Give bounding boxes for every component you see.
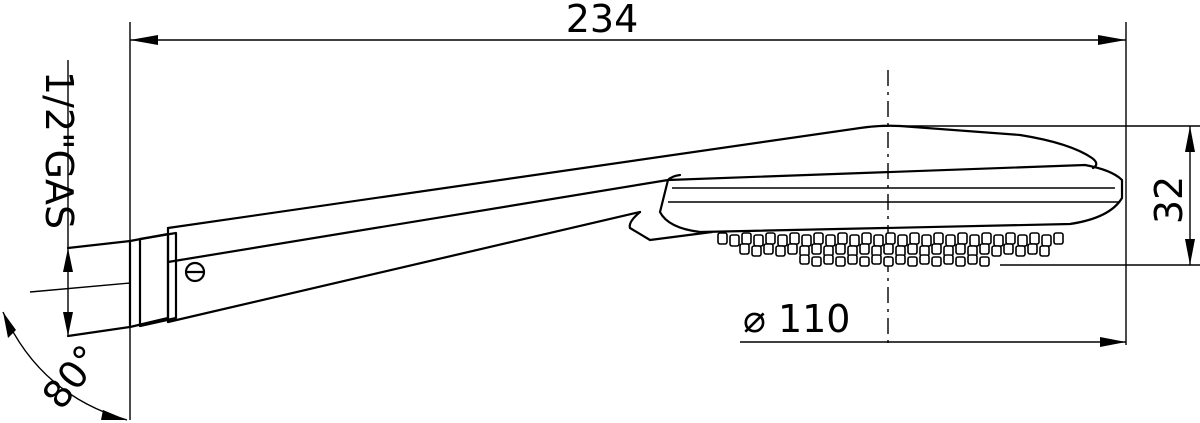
nozzle (825, 234, 836, 247)
nozzle (919, 254, 930, 265)
nozzle (921, 234, 932, 247)
nozzle (787, 243, 798, 255)
nozzle (883, 243, 894, 255)
nozzle (847, 254, 858, 265)
nozzle (763, 243, 774, 255)
nozzle (799, 254, 810, 265)
nozzle (931, 256, 942, 267)
shower-head (628, 70, 1124, 345)
nozzle (1027, 243, 1038, 255)
nozzle (931, 243, 942, 255)
nozzle (777, 234, 788, 247)
nozzle (883, 256, 894, 267)
nozzle (729, 234, 740, 247)
nozzle (775, 245, 786, 257)
nozzle-row-lower (739, 243, 1050, 267)
nozzle (739, 243, 750, 255)
nozzle (811, 256, 822, 267)
nozzle (979, 243, 990, 255)
nozzle (765, 232, 776, 245)
nozzle (823, 254, 834, 265)
height-dimension-label: 32 (1147, 176, 1191, 224)
thread-dimension: 1/2"GAS (37, 60, 81, 336)
nozzle (1053, 232, 1064, 245)
nozzle (859, 256, 870, 267)
nozzle (1015, 245, 1026, 257)
thread-dimension-label: 1/2"GAS (37, 71, 81, 229)
nozzle (943, 254, 954, 265)
height-dimension: 32 (900, 125, 1200, 266)
nozzle (979, 256, 990, 267)
nozzle (1039, 245, 1050, 257)
diameter-dimension-label: ⌀ 110 (743, 297, 851, 341)
nozzle (981, 232, 992, 245)
nozzle (871, 254, 882, 265)
nozzle (753, 234, 764, 247)
nozzle (837, 232, 848, 245)
nozzle (811, 243, 822, 255)
length-dimension: 234 (129, 0, 1127, 240)
nozzle (859, 243, 870, 255)
nozzle (717, 232, 728, 245)
diameter-dimension: ⌀ 110 (740, 130, 1127, 347)
nozzle (1005, 232, 1016, 245)
nozzle (969, 234, 980, 247)
nozzle (835, 256, 846, 267)
nozzle (1003, 243, 1014, 255)
angle-dimension-label: 80° (34, 337, 110, 417)
nozzle (813, 232, 824, 245)
thread-connector (29, 231, 178, 338)
nozzle (907, 256, 918, 267)
nozzle (789, 232, 800, 245)
shower-handle (166, 124, 902, 324)
nozzle (933, 232, 944, 245)
nozzle (945, 234, 956, 247)
nozzle (1041, 234, 1052, 247)
nozzle (861, 232, 872, 245)
length-dimension-label: 234 (566, 0, 639, 41)
nozzle (955, 243, 966, 255)
nozzle (835, 243, 846, 255)
nozzle (993, 234, 1004, 247)
nozzle (741, 232, 752, 245)
nozzle (897, 234, 908, 247)
nozzle (909, 232, 920, 245)
nozzle (873, 234, 884, 247)
nozzle (885, 232, 896, 245)
nozzle (1017, 234, 1028, 247)
nozzle (801, 234, 812, 247)
nozzle (849, 234, 860, 247)
nozzle (751, 245, 762, 257)
nozzle (907, 243, 918, 255)
nozzle (957, 232, 968, 245)
nozzle (967, 254, 978, 265)
nozzle (955, 256, 966, 267)
nozzle (991, 245, 1002, 257)
nozzle (895, 254, 906, 265)
nozzle (1029, 232, 1040, 245)
